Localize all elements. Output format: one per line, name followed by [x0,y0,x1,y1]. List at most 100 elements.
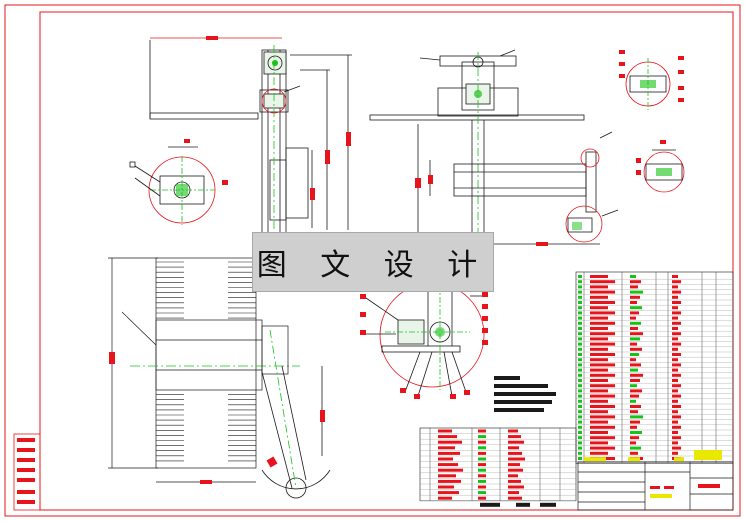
parts-list-name-mark [590,280,615,284]
bottom-table-spec-mark [478,446,486,450]
parts-list-index-mark [578,285,582,289]
parts-list-name-mark [590,410,608,414]
parts-list-qty-mark [672,301,681,304]
parts-list-spec-mark [630,436,639,440]
parts-list-name-mark [590,321,615,325]
parts-list-qty-mark [672,285,678,289]
bottom-table-name-mark [438,429,452,433]
parts-list-qty-mark [672,358,678,362]
inclined-arm [261,329,331,499]
parts-list-name-mark [590,295,608,299]
bottom-table-name-mark [438,446,455,450]
parts-list-qty-mark [672,295,678,299]
bottom-table-name-mark [438,491,459,495]
parts-list-name-mark [590,290,615,294]
elevation-view [149,36,352,241]
bottom-table-footer-mark [480,502,500,507]
parts-list-qty-mark [672,436,681,440]
parts-list-spec-mark [630,327,638,330]
parts-list [575,271,734,464]
bottom-table-spec-mark [478,496,486,500]
bottom-table-spec-mark [478,491,486,495]
parts-list-qty-mark [672,327,678,330]
parts-list-index-mark [578,290,582,294]
parts-list-spec-mark [630,295,640,299]
parts-list-spec-mark [630,420,640,424]
parts-list-index-mark [578,405,582,408]
parts-list-index-mark [578,295,582,299]
bottom-table-mat-mark [508,457,525,461]
parts-list-index-mark [578,446,582,450]
watermark-banner: 图 文 设 计 [252,232,494,292]
parts-list-spec-mark [630,280,641,284]
parts-list-name-mark [590,347,608,351]
parts-list-spec-mark [630,446,641,450]
bottom-table-name-mark [438,457,453,461]
bottom-table-footer-mark [516,502,530,507]
parts-list-spec-mark [630,342,637,346]
parts-list-index-mark [578,415,582,419]
bottom-table-spec-mark [478,451,486,455]
parts-list-qty-mark [672,321,681,325]
parts-list-qty-mark [672,353,681,356]
parts-list-index-mark [578,321,582,325]
bottom-table-name-mark [438,468,463,472]
parts-list-name-mark [590,394,615,398]
parts-list-spec-mark [630,368,638,372]
parts-list-index-mark [578,431,582,434]
parts-list-name-mark [590,441,608,445]
parts-list-name-mark [590,451,608,455]
parts-list-qty-mark [672,405,681,408]
parts-list-spec-mark [630,379,640,382]
bottom-table-spec-mark [478,435,486,439]
parts-list-name-mark [590,431,608,434]
parts-list-qty-mark [672,389,678,393]
bottom-table-spec-mark [478,440,486,444]
parts-list-name-mark [590,399,608,403]
parts-list-index-mark [578,301,582,304]
parts-list-spec-mark [630,311,639,315]
parts-list-name-mark [590,368,608,372]
parts-list-qty-mark [672,399,678,403]
parts-list-qty-mark [672,373,681,377]
parts-list-spec-mark [630,405,641,408]
parts-list-qty-mark [672,337,678,341]
parts-list-name-mark [590,342,615,346]
bottom-table-spec-mark [478,468,486,472]
parts-list-index-mark [578,384,582,388]
detail-b [360,282,488,399]
parts-list-qty-mark [672,431,678,434]
parts-list-spec-mark [630,285,638,289]
parts-list-name-mark [590,301,615,304]
parts-list-name-mark [590,363,615,367]
bottom-table-mat-mark [508,468,523,472]
parts-list-index-mark [578,332,582,336]
parts-list-index-mark [578,389,582,393]
parts-list-qty-mark [672,384,681,388]
parts-list-spec-mark [630,415,643,419]
parts-list-index-mark [578,342,582,346]
bottom-table-footer-mark [540,502,556,507]
parts-list-qty-mark [672,379,678,382]
bottom-table-mat-mark [508,485,524,489]
parts-list-spec-mark [630,363,641,367]
parts-list-index-mark [578,337,582,341]
bottom-table-mat-mark [508,496,522,500]
bottom-table-spec-mark [478,429,486,433]
rack-teeth [156,261,256,462]
bottom-table-spec-mark [478,474,486,478]
parts-list-qty-mark [672,441,678,445]
parts-list-index-mark [578,363,582,367]
parts-list-spec-mark [630,384,637,388]
parts-list-index-mark [578,275,582,278]
parts-list-name-mark [590,353,615,356]
parts-list-index-mark [578,394,582,398]
parts-list-qty-mark [672,410,678,414]
parts-list-index-mark [578,436,582,440]
parts-list-qty-mark [672,415,681,419]
detail-c [619,50,684,110]
parts-list-header-mark [628,457,640,462]
parts-list-name-mark [590,332,615,336]
bottom-table-spec-mark [478,463,486,467]
